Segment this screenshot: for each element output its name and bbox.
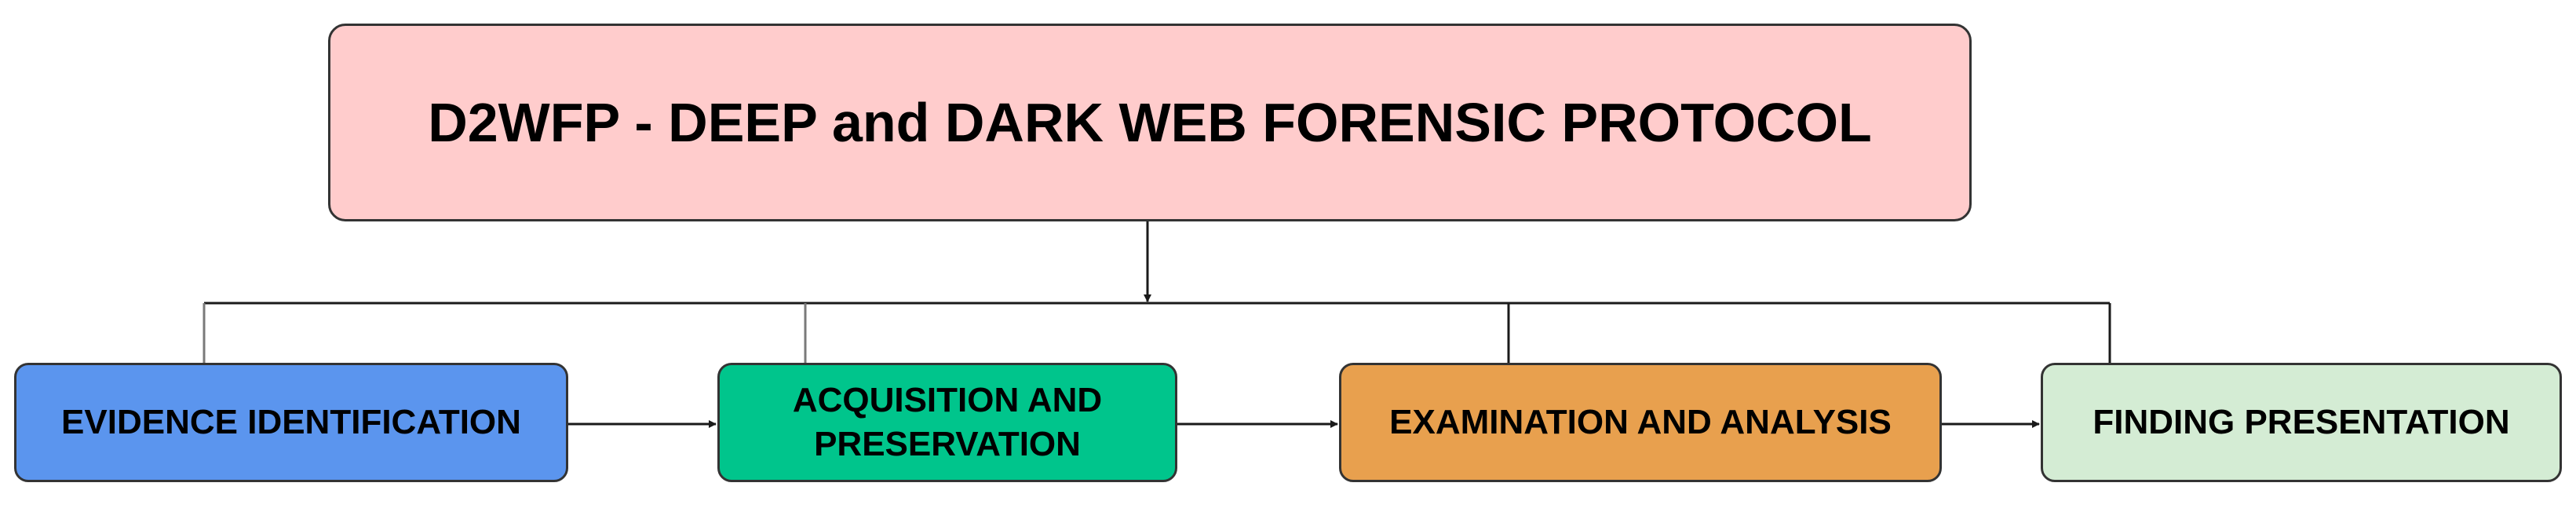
step-examination-analysis: EXAMINATION AND ANALYSIS <box>1339 363 1942 482</box>
step-evidence-identification: EVIDENCE IDENTIFICATION <box>14 363 568 482</box>
protocol-title-box: D2WFP - DEEP and DARK WEB FORENSIC PROTO… <box>328 24 1972 221</box>
step-acquisition-preservation-label: ACQUISITION AND PRESERVATION <box>792 381 1103 463</box>
step-examination-analysis-label: EXAMINATION AND ANALYSIS <box>1389 403 1892 441</box>
step-finding-presentation-label: FINDING PRESENTATION <box>2093 403 2510 441</box>
step-finding-presentation: FINDING PRESENTATION <box>2041 363 2562 482</box>
step-acquisition-preservation: ACQUISITION AND PRESERVATION <box>717 363 1177 482</box>
step-evidence-identification-label: EVIDENCE IDENTIFICATION <box>61 403 521 441</box>
protocol-title-label: D2WFP - DEEP and DARK WEB FORENSIC PROTO… <box>428 92 1872 153</box>
